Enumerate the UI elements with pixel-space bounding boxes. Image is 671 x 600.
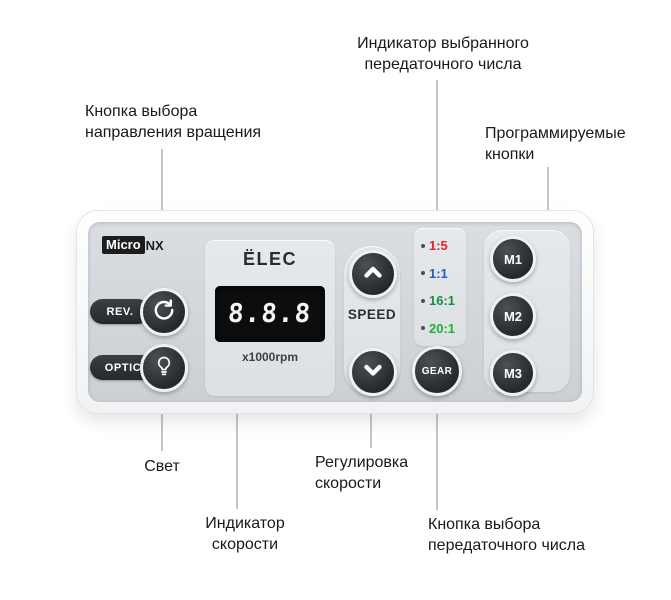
ratio-indicator-led [421, 243, 425, 248]
memory-button-label: M1 [503, 251, 523, 267]
memory-button-label: M2 [503, 308, 523, 324]
brand-logo-micronx: Micro NX [102, 236, 164, 254]
annotation-line: Индикатор [205, 515, 285, 532]
memory-button-label: M3 [503, 365, 523, 381]
annotation-line: передаточного числа [428, 537, 585, 555]
rotate-arrow-icon [151, 297, 177, 328]
ratio-label: 1:5 [429, 238, 448, 254]
light-button[interactable] [140, 344, 188, 392]
speed-display: 8.8.8 [215, 286, 325, 342]
programmable-buttons-annotation: Программируемые кнопки [485, 123, 626, 165]
annotation-line: Кнопка выбора [85, 103, 198, 120]
speed-up-button[interactable] [349, 250, 397, 298]
speed-down-button[interactable] [349, 348, 397, 396]
ratio-indicator-led [421, 271, 425, 276]
speed-indicator-annotation: Индикатор скорости [170, 513, 320, 555]
light-annotation: Свет [122, 456, 202, 477]
rotation-direction-button[interactable] [140, 288, 188, 336]
gear-button-text: GEAR [421, 365, 453, 377]
direction-button-annotation: Кнопка выбора направления вращения [85, 101, 261, 143]
gear-indicator-annotation: Индикатор выбранного передаточного числа [323, 33, 563, 75]
gear-ratio-item: 16:1 [414, 293, 466, 308]
bulb-icon [152, 354, 176, 383]
ratio-label: 16:1 [429, 293, 456, 309]
brand-elec: ËLEC [242, 249, 297, 269]
annotation-line: направления вращения [85, 124, 262, 142]
annotation-line: передаточного числа [364, 56, 522, 74]
annotation-line: Кнопка выбора [428, 516, 541, 533]
memory-button-m3[interactable]: M3 [490, 350, 536, 396]
gear-ratio-item: 20:1 [414, 321, 466, 336]
ratio-indicator-led [421, 298, 425, 303]
ratio-label: 20:1 [429, 320, 456, 336]
annotation-line: Свет [144, 458, 180, 475]
logo-micro: Micro [102, 236, 145, 254]
memory-button-m2[interactable]: M2 [490, 293, 536, 339]
logo-nx: NX [145, 237, 164, 253]
gear-select-button[interactable]: GEAR [412, 346, 462, 396]
speed-label: SPEED [347, 307, 397, 322]
annotation-line: кнопки [485, 146, 535, 164]
control-panel: Micro NX REV. OPTIC [88, 222, 582, 402]
ratio-label: 1:1 [429, 265, 448, 281]
ratio-indicator-led [421, 326, 425, 331]
memory-button-m1[interactable]: M1 [490, 236, 536, 282]
chevron-down-icon [361, 358, 385, 387]
optic-button-label: OPTIC [104, 361, 142, 374]
rev-button-label: REV. [106, 305, 134, 318]
annotation-line: Программируемые [485, 125, 626, 142]
gear-ratio-item: 1:5 [414, 238, 466, 253]
gear-ratio-indicator: 1:5 1:1 16:1 20:1 [414, 228, 466, 346]
speed-display-digits: 8.8.8 [227, 299, 313, 329]
speed-control-annotation: Регулировка скорости [315, 452, 408, 494]
display-unit: x1000rpm [241, 350, 299, 364]
device-body: Micro NX REV. OPTIC [76, 210, 594, 414]
chevron-up-icon [361, 260, 385, 289]
annotation-line: скорости [211, 536, 279, 554]
gear-button-annotation: Кнопка выбора передаточного числа [428, 514, 585, 556]
display-module: ËLEC 8.8.8 x1000rpm [205, 240, 335, 396]
gear-ratio-item: 1:1 [414, 266, 466, 281]
annotation-line: скорости [315, 475, 382, 493]
annotation-line: Индикатор выбранного [357, 35, 529, 52]
annotation-line: Регулировка [315, 454, 409, 471]
